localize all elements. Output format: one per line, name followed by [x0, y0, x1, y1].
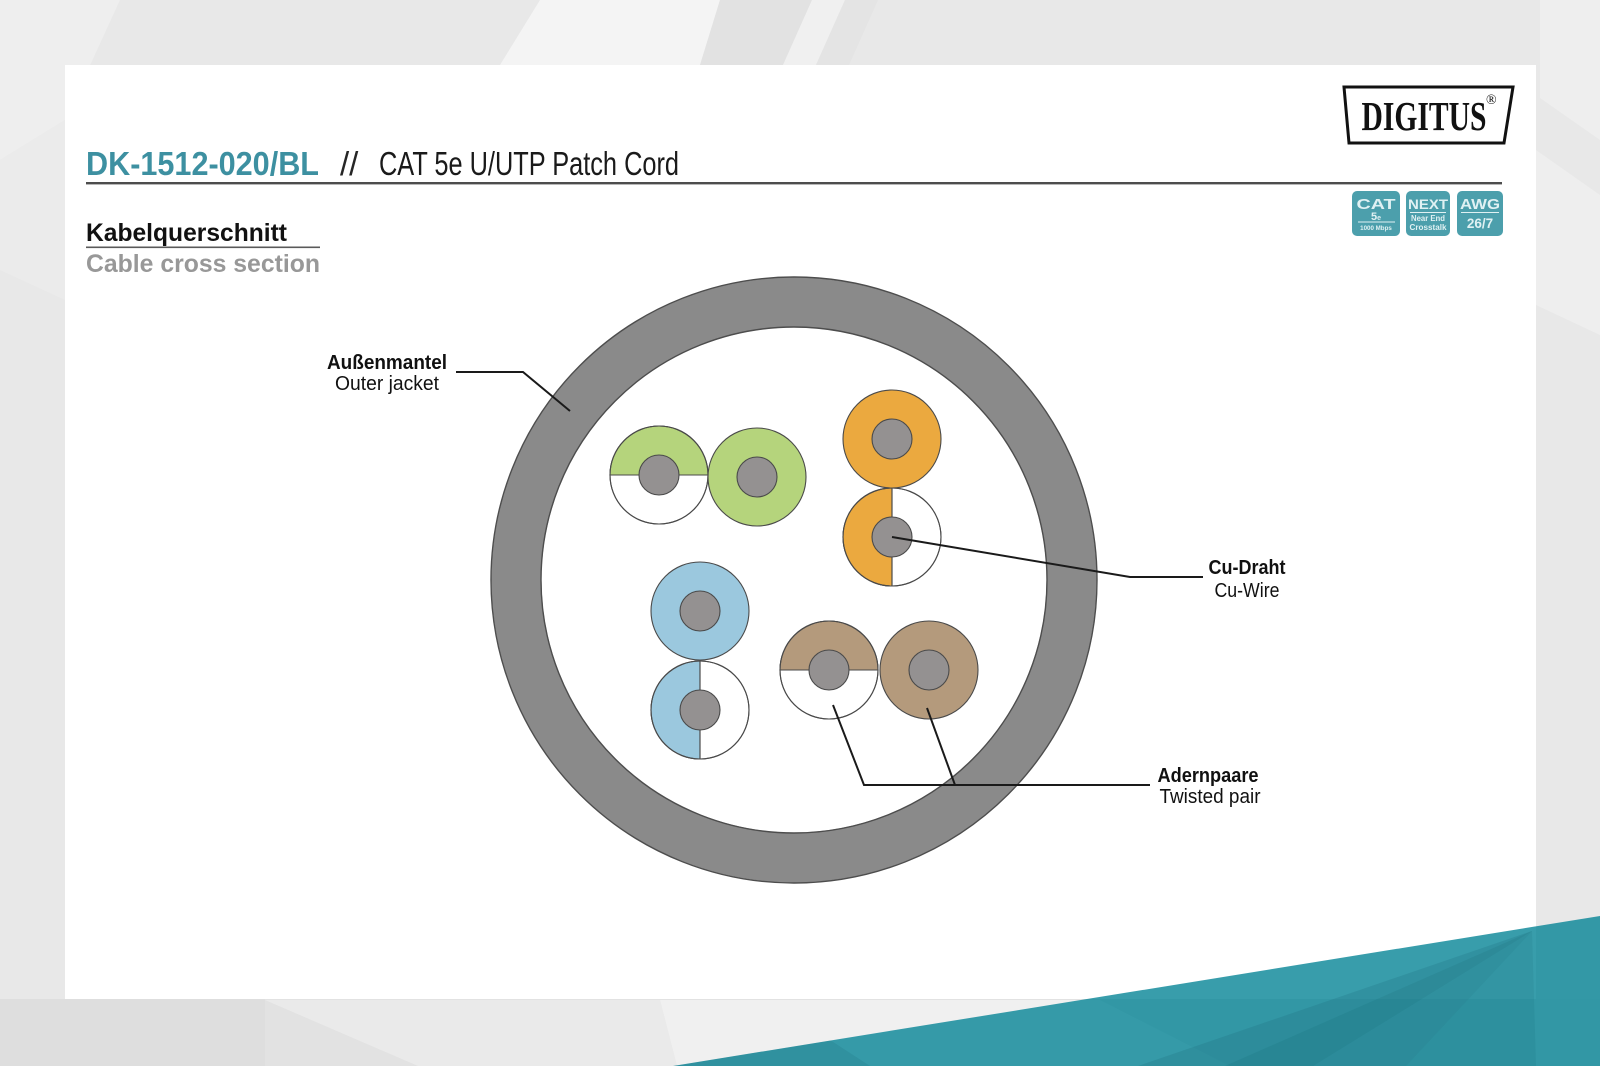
- svg-text:26/7: 26/7: [1467, 216, 1493, 231]
- svg-text:Twisted pair: Twisted pair: [1160, 786, 1261, 808]
- svg-text:5e: 5e: [1371, 211, 1381, 223]
- svg-text:Cable cross section: Cable cross section: [86, 250, 320, 278]
- svg-text:DK-1512-020/BL: DK-1512-020/BL: [86, 145, 319, 182]
- svg-text:AWG: AWG: [1460, 197, 1500, 213]
- svg-text:®: ®: [1486, 93, 1497, 108]
- svg-text:Outer jacket: Outer jacket: [335, 373, 439, 395]
- svg-text:Kabelquerschnitt: Kabelquerschnitt: [86, 219, 288, 247]
- svg-text:Crosstalk: Crosstalk: [1410, 222, 1447, 232]
- svg-text:Cu-Draht: Cu-Draht: [1209, 557, 1286, 579]
- svg-text:Außenmantel: Außenmantel: [327, 352, 447, 374]
- svg-text:NEXT: NEXT: [1408, 196, 1448, 212]
- svg-text://: //: [340, 145, 359, 182]
- svg-text:1000 Mbps: 1000 Mbps: [1360, 225, 1392, 232]
- svg-text:Near End: Near End: [1411, 213, 1445, 223]
- svg-text:CAT 5e U/UTP Patch Cord: CAT 5e U/UTP Patch Cord: [379, 145, 679, 182]
- svg-text:CAT: CAT: [1357, 197, 1396, 213]
- svg-text:Cu-Wire: Cu-Wire: [1215, 580, 1280, 602]
- svg-text:DIGITUS: DIGITUS: [1362, 93, 1487, 139]
- svg-text:Adernpaare: Adernpaare: [1158, 765, 1259, 787]
